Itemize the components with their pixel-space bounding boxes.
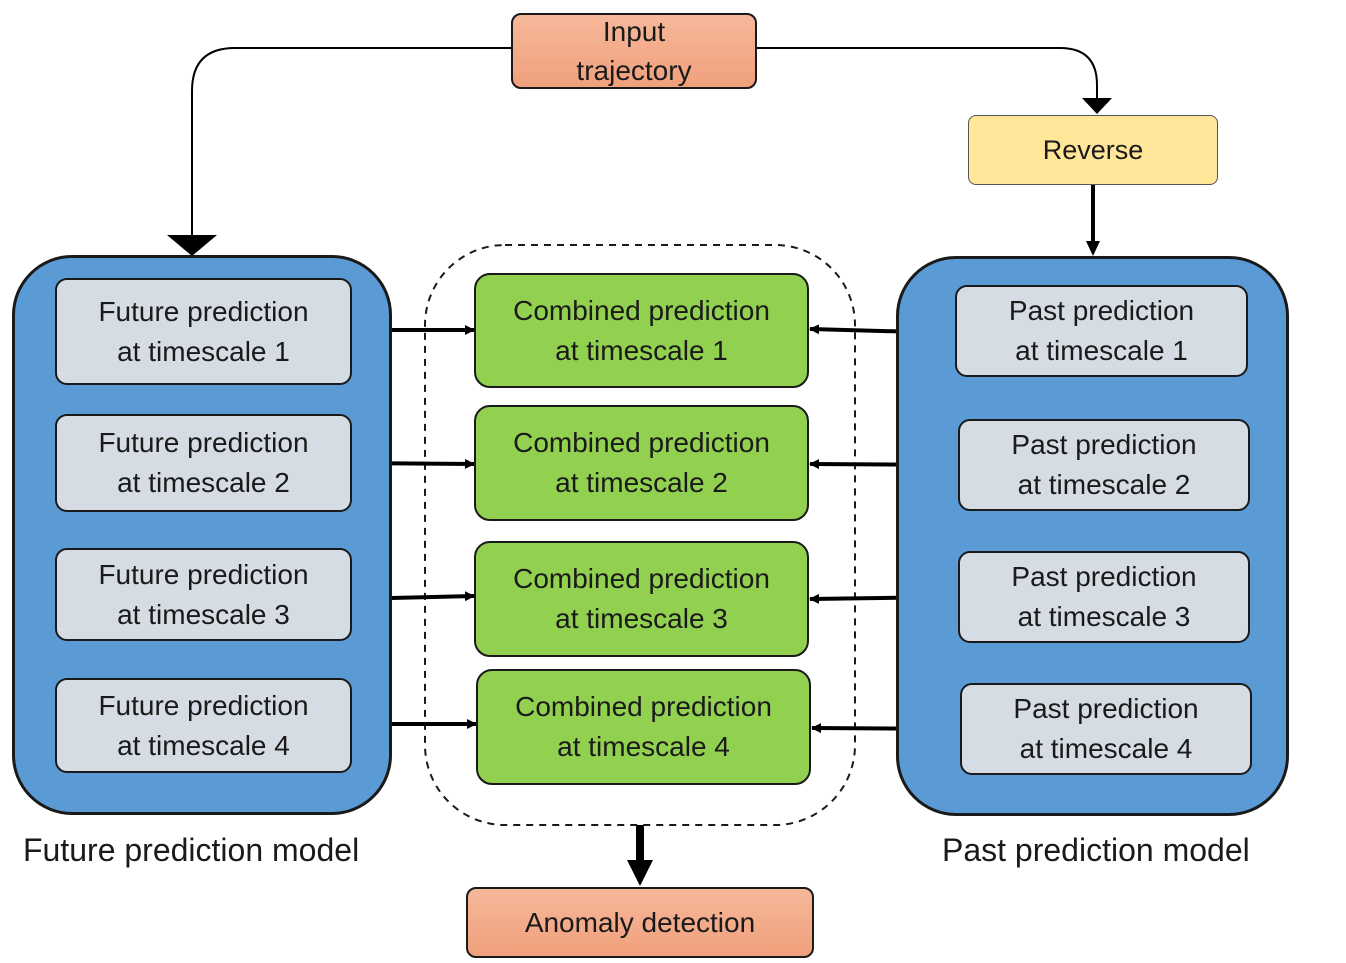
combined-group-outline xyxy=(424,244,856,826)
combined-prediction-ts1: Combined prediction at timescale 1 xyxy=(474,273,809,388)
future-model-arrowhead xyxy=(167,235,217,256)
anomaly-arrowhead xyxy=(627,860,653,886)
reverse-node: Reverse xyxy=(968,115,1218,185)
past-model-arrowhead xyxy=(1086,241,1100,256)
future-prediction-ts1: Future prediction at timescale 1 xyxy=(55,278,352,385)
anomaly-detection-node: Anomaly detection xyxy=(466,887,814,958)
future-model-label: Future prediction model xyxy=(23,832,360,868)
combined-prediction-ts4: Combined prediction at timescale 4 xyxy=(476,669,811,785)
combined-prediction-ts2: Combined prediction at timescale 2 xyxy=(474,405,809,521)
past-prediction-ts3: Past prediction at timescale 3 xyxy=(958,551,1250,643)
past-prediction-ts2: Past prediction at timescale 2 xyxy=(958,419,1250,511)
input-to-future-connector xyxy=(191,47,512,237)
combined-prediction-ts3: Combined prediction at timescale 3 xyxy=(474,541,809,657)
input-trajectory-node: Input trajectory xyxy=(511,13,757,89)
input-to-reverse-connector xyxy=(757,47,1098,98)
reverse-arrowhead xyxy=(1082,98,1112,114)
past-prediction-ts1: Past prediction at timescale 1 xyxy=(955,285,1248,377)
future-prediction-ts3: Future prediction at timescale 3 xyxy=(55,548,352,641)
past-prediction-ts4: Past prediction at timescale 4 xyxy=(960,683,1252,775)
past-model-label: Past prediction model xyxy=(942,832,1250,868)
future-prediction-ts4: Future prediction at timescale 4 xyxy=(55,678,352,773)
future-prediction-ts2: Future prediction at timescale 2 xyxy=(55,414,352,512)
